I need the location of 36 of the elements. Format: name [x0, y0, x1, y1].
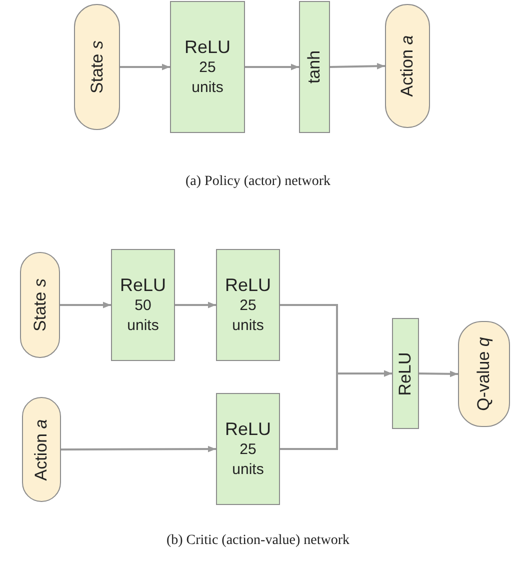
caption: (b) Critic (action-value) network [166, 533, 350, 549]
layer-type: ReLU [120, 274, 166, 296]
io-label: State s [30, 278, 50, 332]
io-pill [385, 4, 430, 128]
caption: (a) Policy (actor) network [186, 174, 330, 190]
io-label: State s [87, 40, 107, 94]
layer-type: ReLU [224, 418, 272, 440]
arrow [60, 302, 111, 308]
arrow [280, 370, 392, 450]
layer-box [392, 318, 419, 429]
layer-box [216, 249, 280, 361]
layer-box [299, 1, 330, 133]
io-label: Q-value q [474, 337, 494, 411]
arrow [330, 62, 386, 70]
io-pill [22, 397, 61, 502]
io-label: Action a [398, 35, 418, 97]
io-pill [458, 321, 510, 427]
layer-type: ReLU [396, 352, 416, 396]
arrow [120, 64, 170, 70]
unit-count: 50 units [126, 296, 160, 336]
layer-type: ReLU [184, 36, 231, 58]
layer-box [216, 393, 280, 505]
arrow [175, 302, 216, 308]
arrow [418, 370, 458, 378]
arrow [245, 64, 299, 70]
io-label: Action a [32, 418, 52, 480]
io-pill [20, 252, 60, 358]
unit-count: 25 units [231, 440, 265, 480]
io-pill [74, 4, 120, 130]
layer-box [170, 1, 245, 133]
arrow [61, 446, 216, 452]
layer-box [111, 249, 175, 361]
layer-type: ReLU [224, 274, 272, 296]
unit-count: 25 units [231, 296, 265, 336]
layer-type: tanh [304, 50, 324, 84]
unit-count: 25 units [190, 58, 224, 98]
